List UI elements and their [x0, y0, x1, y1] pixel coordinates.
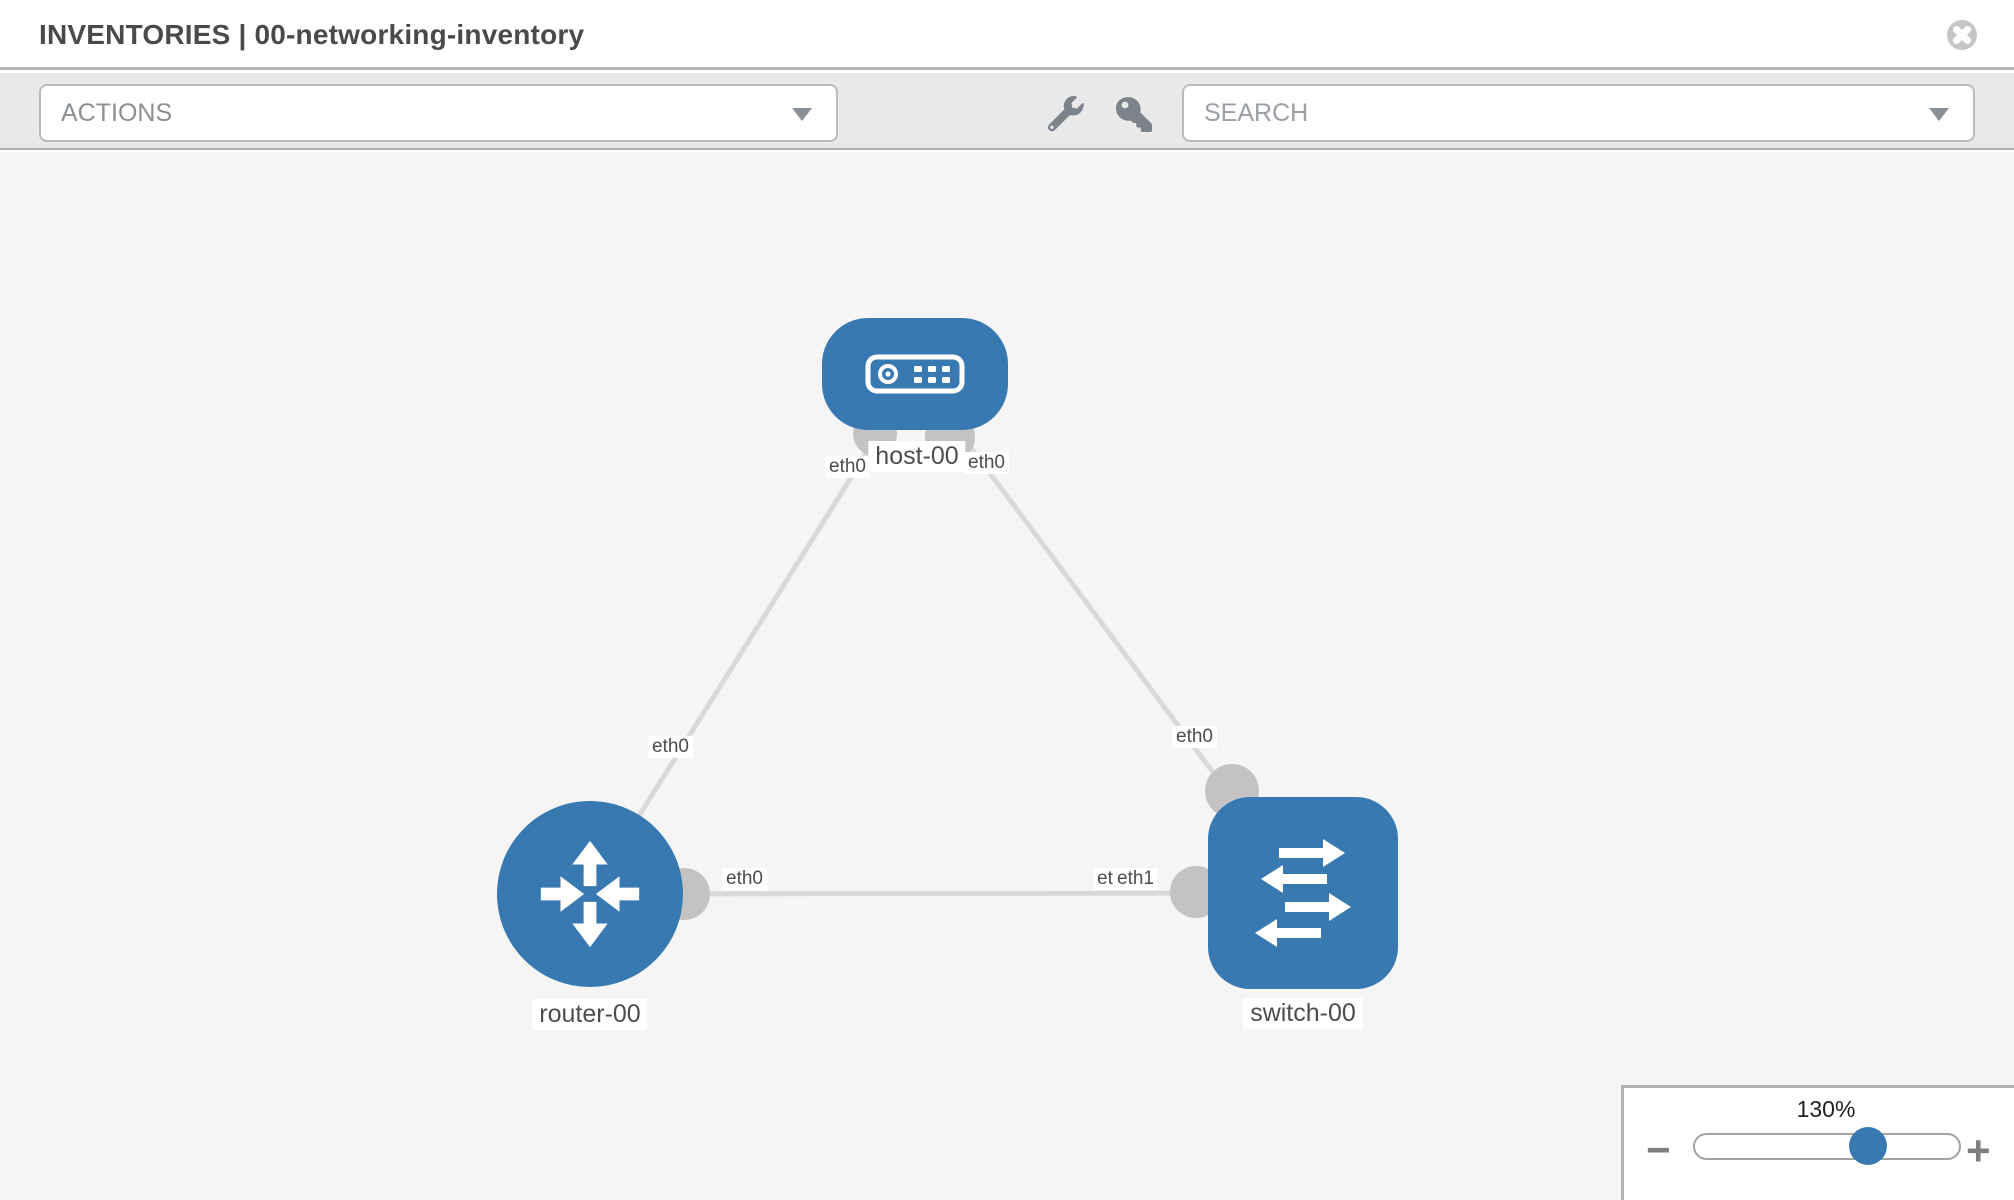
- iface-label-switch-top: eth0: [1172, 726, 1217, 748]
- wrench-icon: [1048, 96, 1084, 132]
- iface-label-router-top: eth0: [648, 736, 693, 758]
- key-icon: [1116, 97, 1152, 132]
- topology-canvas[interactable]: host-00 router-00 switch-00 eth0 eth0 et…: [0, 152, 2014, 1200]
- close-icon: [1947, 20, 1977, 50]
- iface-label-switch-mid: eth1: [1113, 868, 1158, 890]
- switch-icon: [1255, 839, 1351, 947]
- node-label-router: router-00: [532, 999, 648, 1030]
- toolbar: ACTIONS SEARCH: [0, 73, 2014, 150]
- key-button[interactable]: [1116, 96, 1152, 132]
- node-switch-00[interactable]: [1208, 797, 1398, 989]
- node-label-switch: switch-00: [1243, 998, 1363, 1029]
- iface-label-router-right: eth0: [722, 868, 767, 890]
- zoom-slider[interactable]: [1693, 1127, 1961, 1165]
- actions-dropdown[interactable]: ACTIONS: [39, 84, 838, 142]
- topology-edges: [587, 372, 1306, 920]
- search-dropdown[interactable]: SEARCH: [1182, 84, 1975, 142]
- actions-dropdown-label: ACTIONS: [61, 98, 173, 127]
- wrench-button[interactable]: [1048, 96, 1084, 132]
- node-router-00[interactable]: [497, 801, 683, 987]
- zoom-slider-handle[interactable]: [1849, 1127, 1887, 1165]
- page-title: INVENTORIES | 00-networking-inventory: [39, 19, 585, 50]
- router-icon: [540, 840, 640, 948]
- chevron-down-icon: [1929, 108, 1949, 121]
- node-label-host: host-00: [868, 441, 966, 472]
- search-dropdown-label: SEARCH: [1204, 98, 1309, 127]
- close-button[interactable]: [1946, 19, 1978, 51]
- node-host-00[interactable]: [822, 318, 1008, 430]
- header: INVENTORIES | 00-networking-inventory: [0, 0, 2014, 70]
- chevron-down-icon: [792, 108, 812, 121]
- zoom-level: 130%: [1796, 1096, 1856, 1122]
- server-icon: [865, 354, 965, 394]
- iface-label-host-left: eth0: [825, 456, 870, 478]
- zoom-panel: 130% − +: [1621, 1085, 2014, 1200]
- iface-label-host-right: eth0: [964, 452, 1009, 474]
